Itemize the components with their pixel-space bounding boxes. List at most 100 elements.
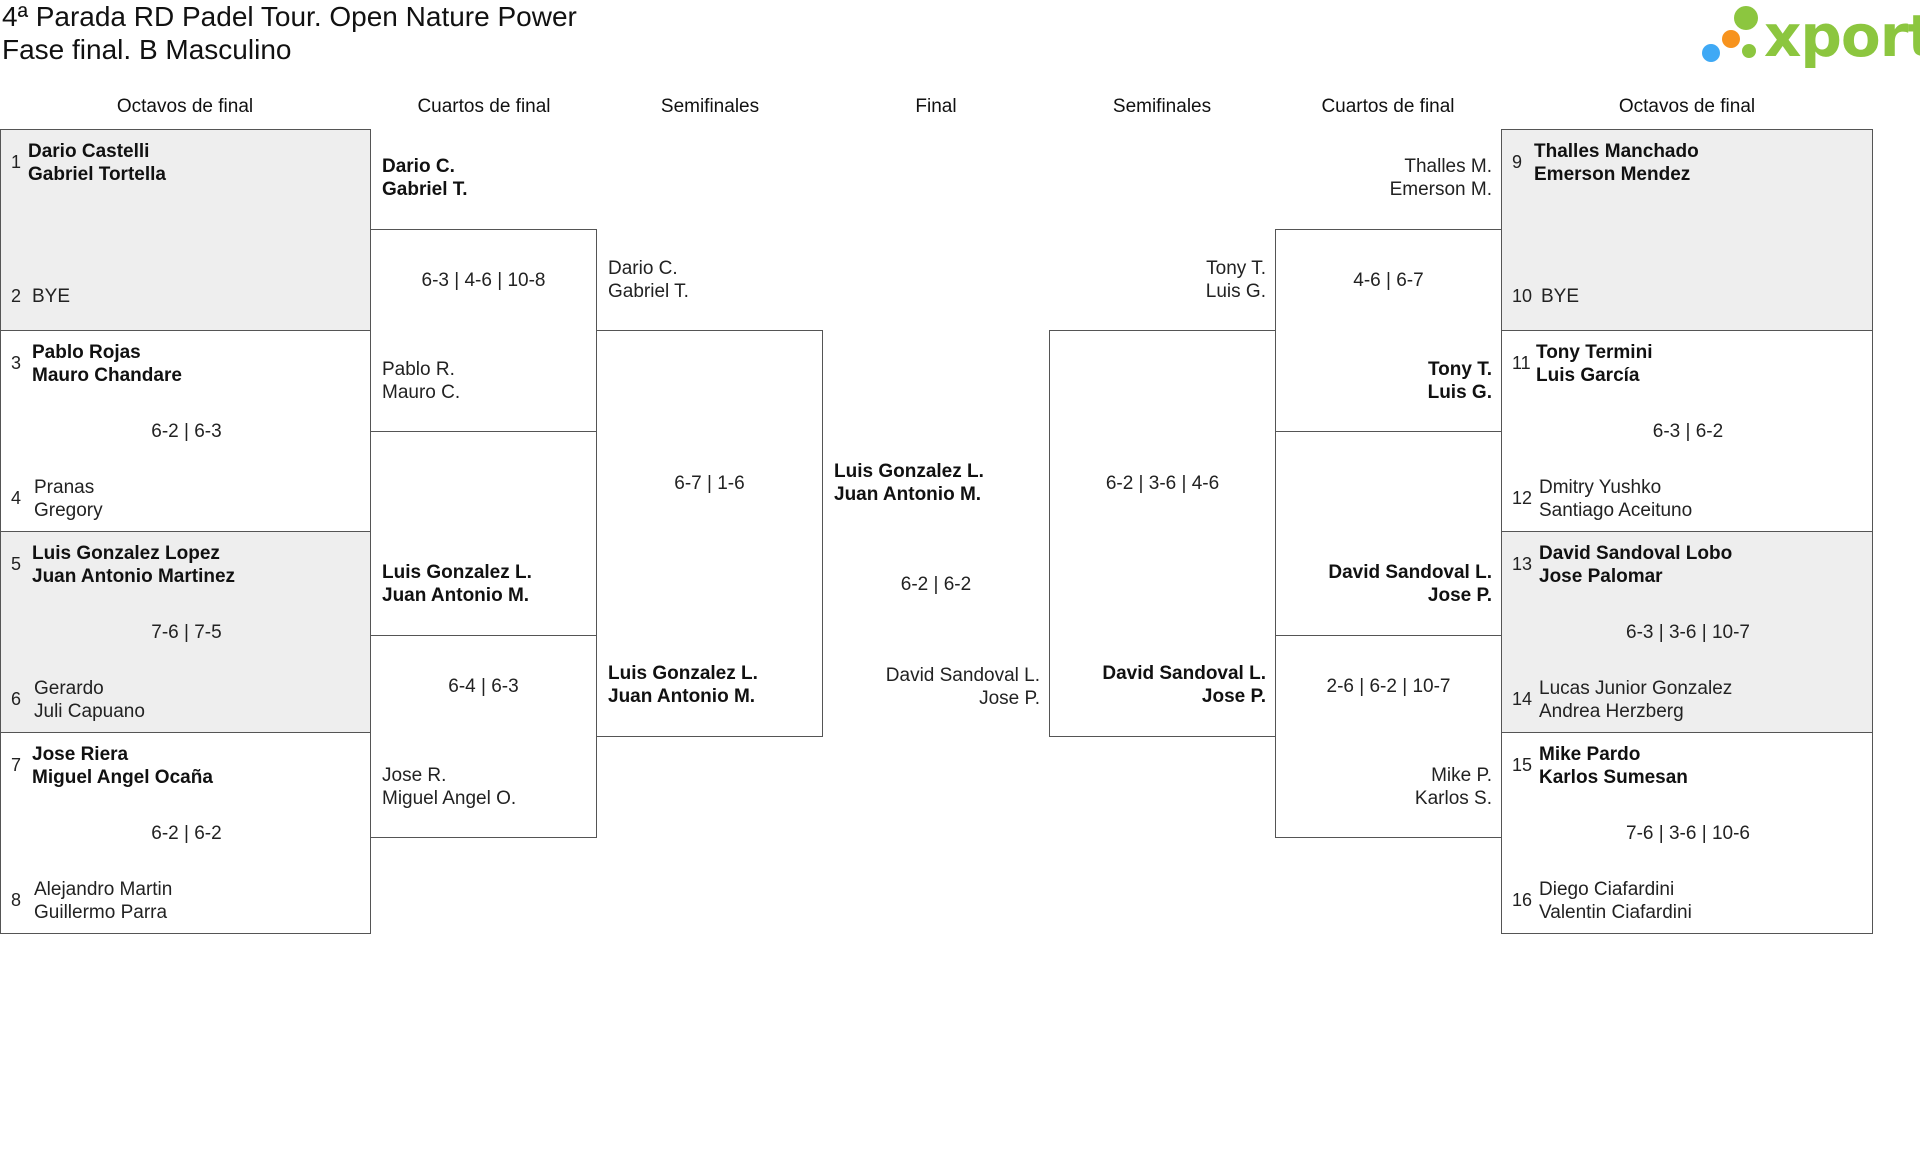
player-name: Gregory <box>34 500 103 521</box>
team-b: Lucas Junior Gonzalez Andrea Herzberg <box>1539 677 1732 723</box>
player-name: Juan Antonio Martinez <box>32 566 236 587</box>
match-left-qf-2[interactable]: 6-4 | 6-3 Jose R. Miguel Angel O. <box>370 635 597 838</box>
player-name: Dario C. <box>608 258 678 279</box>
player-name: Dario Castelli <box>28 141 150 162</box>
player-name: Pranas <box>34 477 95 498</box>
match-right-sf[interactable]: 6-2 | 3-6 | 4-6 David Sandoval L. Jose P… <box>1049 330 1276 737</box>
match-right-qf-2[interactable]: 2-6 | 6-2 | 10-7 Mike P. Karlos S. <box>1275 635 1502 838</box>
seed-number: 4 <box>11 488 22 508</box>
player-name: Jose R. <box>382 765 447 786</box>
team-b: Dmitry Yushko Santiago Aceituno <box>1539 476 1692 522</box>
player-name: Karlos S. <box>1414 788 1492 809</box>
match-score: 4-6 | 6-7 <box>1353 270 1424 291</box>
player-name: Gerardo <box>34 678 104 699</box>
xporty-logo[interactable]: xporty <box>1698 4 1920 74</box>
match-score: 7-6 | 3-6 | 10-6 <box>1626 823 1750 844</box>
seed-number: 15 <box>1512 755 1533 775</box>
player-name: Gabriel Tortella <box>28 164 166 185</box>
team-b: Jose R. Miguel Angel O. <box>382 764 516 810</box>
team-final-runner-up: David Sandoval L. Jose P. <box>824 664 1040 710</box>
team-b: David Sandoval L. Jose P. <box>1050 662 1266 708</box>
team-b: Luis Gonzalez L. Juan Antonio M. <box>608 662 758 708</box>
match-right-r16-1[interactable]: 9 Thalles Manchado Emerson Mendez 10 BYE <box>1501 129 1873 331</box>
match-score: 6-3 | 4-6 | 10-8 <box>421 270 546 291</box>
team-b: BYE <box>32 285 70 308</box>
player-name: David Sandoval L. <box>885 665 1040 686</box>
seed-number: 3 <box>11 353 22 373</box>
match-left-r16-1[interactable]: 1 Dario Castelli Gabriel Tortella 2 BYE <box>0 129 371 331</box>
page-title: 4ª Parada RD Padel Tour. Open Nature Pow… <box>2 0 577 66</box>
player-name: David Sandoval L. <box>1328 562 1492 583</box>
player-name: Valentin Ciafardini <box>1539 902 1692 923</box>
player-name: Emerson M. <box>1389 179 1492 200</box>
team-right-sf-a: Tony T. Luis G. <box>1050 257 1266 303</box>
seed-number: 9 <box>1512 152 1523 172</box>
match-score: 2-6 | 6-2 | 10-7 <box>1326 676 1451 697</box>
logo-dot-blue <box>1702 44 1720 62</box>
player-name: Emerson Mendez <box>1534 164 1691 185</box>
player-name: Alejandro Martin <box>34 879 173 900</box>
team-b: Pranas Gregory <box>34 476 103 522</box>
match-right-qf-1[interactable]: 4-6 | 6-7 Tony T. Luis G. <box>1275 229 1502 432</box>
header-right-qf: Cuartos de final <box>1321 96 1455 117</box>
player-name: Luis Gonzalez L. <box>382 562 532 583</box>
team-final-winner: Luis Gonzalez L. Juan Antonio M. <box>834 460 984 506</box>
team-b: Pablo R. Mauro C. <box>382 358 460 404</box>
player-name: Dmitry Yushko <box>1539 477 1662 498</box>
player-name: Mauro Chandare <box>32 365 182 386</box>
player-name: Karlos Sumesan <box>1539 767 1688 788</box>
header-left-r16: Octavos de final <box>116 96 254 117</box>
player-name: Jose Palomar <box>1539 566 1663 587</box>
player-name: Juan Antonio M. <box>608 686 756 707</box>
match-left-r16-3[interactable]: 5 Luis Gonzalez Lopez Juan Antonio Marti… <box>0 531 371 733</box>
phase-title: Fase final. B Masculino <box>2 34 292 65</box>
seed-number: 1 <box>11 152 22 172</box>
player-name: Guillermo Parra <box>34 902 168 923</box>
player-name: Gabriel T. <box>382 179 468 200</box>
player-name: Jose P. <box>979 688 1040 709</box>
header-right-sf: Semifinales <box>1112 96 1212 117</box>
player-name: Pablo R. <box>382 359 455 380</box>
match-right-r16-2[interactable]: 11 Tony Termini Luis García 6-3 | 6-2 12… <box>1501 330 1873 532</box>
team-a: Tony Termini Luis García <box>1536 341 1652 387</box>
logo-dot-green <box>1734 6 1758 30</box>
team-left-qf2-a: Luis Gonzalez L. Juan Antonio M. <box>382 561 532 607</box>
player-name: Luis Gonzalez L. <box>834 461 984 482</box>
player-name: Luis García <box>1536 365 1640 386</box>
match-left-r16-4[interactable]: 7 Jose Riera Miguel Angel Ocaña 6-2 | 6-… <box>0 732 371 934</box>
player-name: Jose Riera <box>32 744 129 765</box>
team-a: David Sandoval Lobo Jose Palomar <box>1539 542 1732 588</box>
match-left-qf-1[interactable]: 6-3 | 4-6 | 10-8 Pablo R. Mauro C. <box>370 229 597 432</box>
logo-dot-orange <box>1722 30 1740 48</box>
player-name: Mike Pardo <box>1539 744 1641 765</box>
match-score: 6-2 | 6-3 <box>151 421 222 442</box>
match-score: 6-3 | 6-2 <box>1652 421 1724 442</box>
player-name: Dario C. <box>382 156 455 177</box>
match-right-r16-3[interactable]: 13 David Sandoval Lobo Jose Palomar 6-3 … <box>1501 531 1873 733</box>
team-right-qf2-a: David Sandoval L. Jose P. <box>1276 561 1492 607</box>
header-left-sf: Semifinales <box>660 96 760 117</box>
seed-number: 14 <box>1512 689 1533 709</box>
player-name: Luis G. <box>1205 281 1266 302</box>
player-name: Lucas Junior Gonzalez <box>1539 678 1733 699</box>
seed-number: 2 <box>11 286 22 306</box>
team-b: Diego Ciafardini Valentin Ciafardini <box>1539 878 1692 924</box>
match-left-r16-2[interactable]: 3 Pablo Rojas Mauro Chandare 6-2 | 6-3 4… <box>0 330 371 532</box>
player-name: BYE <box>1541 286 1580 307</box>
team-b: Alejandro Martin Guillermo Parra <box>34 878 172 924</box>
player-name: Pablo Rojas <box>32 342 141 363</box>
player-name: Andrea Herzberg <box>1539 701 1684 722</box>
player-name: Jose P. <box>1201 686 1266 707</box>
match-right-r16-4[interactable]: 15 Mike Pardo Karlos Sumesan 7-6 | 3-6 |… <box>1501 732 1873 934</box>
logo-text: xporty <box>1764 2 1920 70</box>
team-a: Thalles Manchado Emerson Mendez <box>1534 140 1699 186</box>
seed-number: 10 <box>1512 286 1533 306</box>
match-score: 7-6 | 7-5 <box>151 622 222 643</box>
player-name: Juan Antonio M. <box>834 484 982 505</box>
team-b: Tony T. Luis G. <box>1276 358 1492 404</box>
player-name: Tony Termini <box>1536 342 1653 363</box>
team-a: Luis Gonzalez Lopez Juan Antonio Martine… <box>32 542 235 588</box>
player-name: Miguel Angel O. <box>382 788 517 809</box>
team-a: Jose Riera Miguel Angel Ocaña <box>32 743 213 789</box>
match-left-sf[interactable]: 6-7 | 1-6 Luis Gonzalez L. Juan Antonio … <box>596 330 823 737</box>
